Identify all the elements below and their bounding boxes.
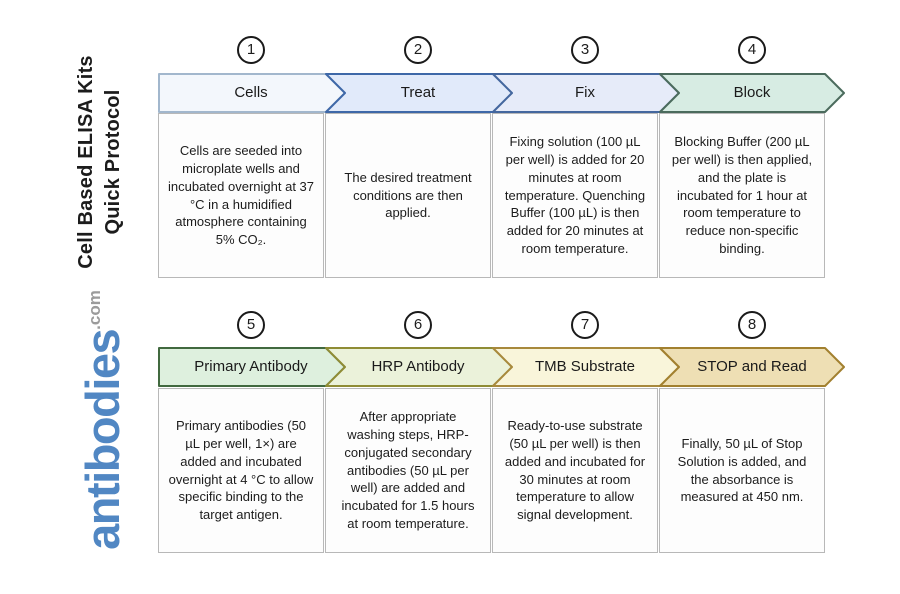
- step-number-badge: 1: [237, 36, 265, 64]
- step-arrow-tmb-substrate: [492, 347, 680, 387]
- page-title-line1: Cell Based ELISA Kits: [75, 55, 97, 269]
- step-arrow-hrp-antibody: [325, 347, 513, 387]
- step-arrow-cells: [158, 73, 346, 113]
- brand-logo: antibodies.com: [55, 280, 135, 560]
- page-title-line2: Quick Protocol: [102, 89, 124, 235]
- step-description: Primary antibodies (50 µL per well, 1×) …: [158, 388, 324, 553]
- step-description: After appropriate washing steps, HRP-con…: [325, 388, 491, 553]
- step-description-text: Cells are seeded into microplate wells a…: [168, 142, 314, 248]
- step-number-badge: 4: [738, 36, 766, 64]
- step-arrow-stop-and-read: [659, 347, 845, 387]
- arrow-band-row2: [158, 347, 845, 387]
- step-arrow-block: [659, 73, 845, 113]
- step-description: Ready-to-use substrate (50 µL per well) …: [492, 388, 658, 553]
- step-description-text: Ready-to-use substrate (50 µL per well) …: [504, 417, 646, 523]
- step-description-text: Finally, 50 µL of Stop Solution is added…: [677, 435, 807, 505]
- step-description-text: Blocking Buffer (200 µL per well) is the…: [671, 133, 813, 257]
- step-description: Fixing solution (100 µL per well) is add…: [492, 113, 658, 278]
- step-description-text: Primary antibodies (50 µL per well, 1×) …: [168, 417, 314, 523]
- protocol-flow: 1 2 3 4 Cells Treat Fix Block Cells are …: [158, 0, 858, 594]
- step-description-text: The desired treatment conditions are the…: [344, 169, 472, 221]
- arrow-band-row1: [158, 73, 845, 113]
- step-arrow-fix: [492, 73, 680, 113]
- step-arrow-primary-antibody: [158, 347, 346, 387]
- step-description-text: After appropriate washing steps, HRP-con…: [341, 408, 475, 532]
- step-description: Blocking Buffer (200 µL per well) is the…: [659, 113, 825, 278]
- step-description: Cells are seeded into microplate wells a…: [158, 113, 324, 278]
- step-number-badge: 6: [404, 311, 432, 339]
- page-title: Cell Based ELISA Kits Quick Protocol: [73, 37, 129, 287]
- step-number-badge: 8: [738, 311, 766, 339]
- step-number-badge: 3: [571, 36, 599, 64]
- step-description: Finally, 50 µL of Stop Solution is added…: [659, 388, 825, 553]
- step-number-badge: 7: [571, 311, 599, 339]
- step-description: The desired treatment conditions are the…: [325, 113, 491, 278]
- step-number-badge: 2: [404, 36, 432, 64]
- logo-domain-suffix: .com: [85, 290, 104, 330]
- logo-wordmark: antibodies: [76, 329, 129, 550]
- step-arrow-treat: [325, 73, 513, 113]
- step-description-text: Fixing solution (100 µL per well) is add…: [504, 133, 646, 257]
- step-number-badge: 5: [237, 311, 265, 339]
